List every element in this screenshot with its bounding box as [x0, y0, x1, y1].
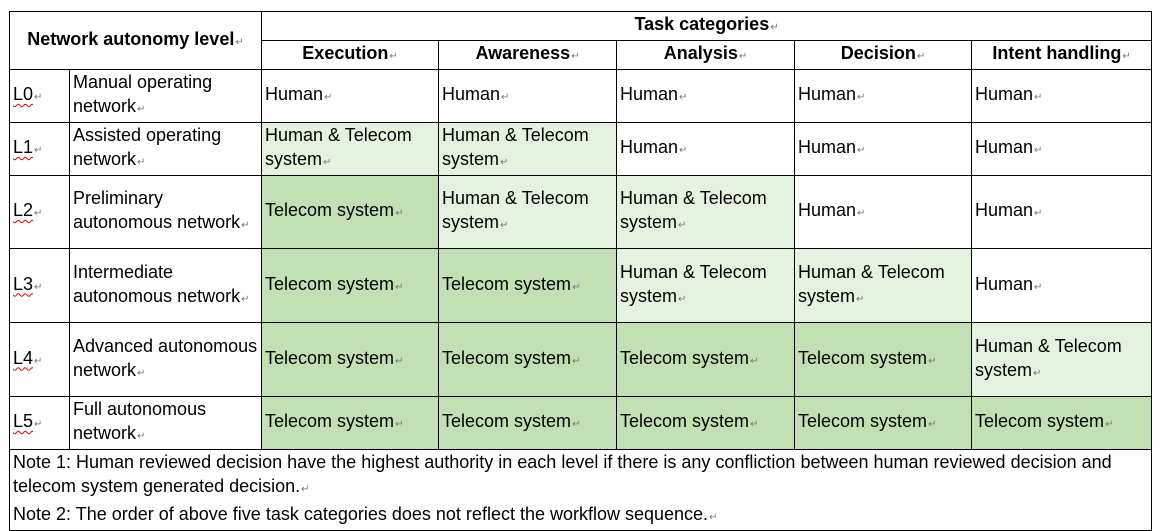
category-header: Decision↵ — [794, 40, 973, 70]
task-cell: Human↵ — [971, 122, 1153, 176]
task-cell: Human↵ — [971, 69, 1153, 123]
task-cell: Human↵ — [971, 248, 1153, 323]
autonomy-level-header: Network autonomy level↵ — [8, 11, 263, 70]
task-cell: Human↵ — [794, 175, 973, 249]
level-row: L0↵Manual operating network↵Human↵Human↵… — [9, 69, 1153, 123]
task-cell: Human & Telecom system↵ — [438, 122, 618, 176]
task-cell: Human & Telecom system↵ — [616, 248, 796, 323]
level-code: L5↵ — [9, 396, 70, 450]
level-name: Manual operating network↵ — [68, 69, 263, 123]
note-2: Note 2: The order of above five task cat… — [13, 504, 718, 524]
task-cell: Telecom system↵ — [794, 396, 973, 450]
category-header: Analysis↵ — [616, 40, 796, 70]
level-name: Assisted operating network↵ — [68, 122, 263, 176]
level-code: L0↵ — [9, 69, 70, 123]
level-row: L4↵Advanced autonomous network↵Telecom s… — [9, 322, 1153, 397]
autonomy-levels-table: Network autonomy level↵ Task categories↵… — [8, 11, 1153, 531]
level-row: L3↵Intermediate autonomous network↵Telec… — [9, 248, 1153, 323]
category-header: Intent handling↵ — [971, 40, 1153, 70]
notes-cell: Note 1: Human reviewed decision have the… — [8, 449, 1153, 531]
task-cell: Telecom system↵ — [438, 248, 618, 323]
task-cell: Human↵ — [616, 69, 796, 123]
level-row: L2↵Preliminary autonomous network↵Teleco… — [9, 175, 1153, 249]
level-code: L3↵ — [9, 248, 70, 323]
category-header: Awareness↵ — [438, 40, 618, 70]
task-cell: Human & Telecom system↵ — [261, 122, 440, 176]
task-cell: Human↵ — [794, 122, 973, 176]
task-cell: Human & Telecom system↵ — [971, 322, 1153, 397]
level-row: L1↵Assisted operating network↵Human & Te… — [9, 122, 1153, 176]
task-cell: Human↵ — [794, 69, 973, 123]
task-cell: Telecom system↵ — [261, 175, 440, 249]
task-cell: Human↵ — [261, 69, 440, 123]
task-cell: Human & Telecom system↵ — [616, 175, 796, 249]
task-cell: Telecom system↵ — [261, 248, 440, 323]
note-1: Note 1: Human reviewed decision have the… — [13, 452, 1112, 496]
level-code: L4↵ — [9, 322, 70, 397]
task-cell: Telecom system↵ — [438, 396, 618, 450]
task-cell: Telecom system↵ — [616, 396, 796, 450]
task-cell: Telecom system↵ — [616, 322, 796, 397]
task-cell: Telecom system↵ — [261, 396, 440, 450]
level-name: Full autonomous network↵ — [68, 396, 263, 450]
task-cell: Telecom system↵ — [971, 396, 1153, 450]
category-header: Execution↵ — [261, 40, 440, 70]
task-cell: Human↵ — [971, 175, 1153, 249]
task-cell: Telecom system↵ — [794, 322, 973, 397]
level-name: Preliminary autonomous network↵ — [68, 175, 263, 249]
level-row: L5↵Full autonomous network↵Telecom syste… — [9, 396, 1153, 450]
task-cell: Human↵ — [438, 69, 618, 123]
task-cell: Telecom system↵ — [438, 322, 618, 397]
task-cell: Human↵ — [616, 122, 796, 176]
level-code: L1↵ — [9, 122, 70, 176]
level-code: L2↵ — [9, 175, 70, 249]
task-cell: Human & Telecom system↵ — [794, 248, 973, 323]
task-cell: Human & Telecom system↵ — [438, 175, 618, 249]
task-cell: Telecom system↵ — [261, 322, 440, 397]
task-categories-header: Task categories↵ — [261, 11, 1153, 41]
level-name: Advanced autonomous network↵ — [68, 322, 263, 397]
level-name: Intermediate autonomous network↵ — [68, 248, 263, 323]
